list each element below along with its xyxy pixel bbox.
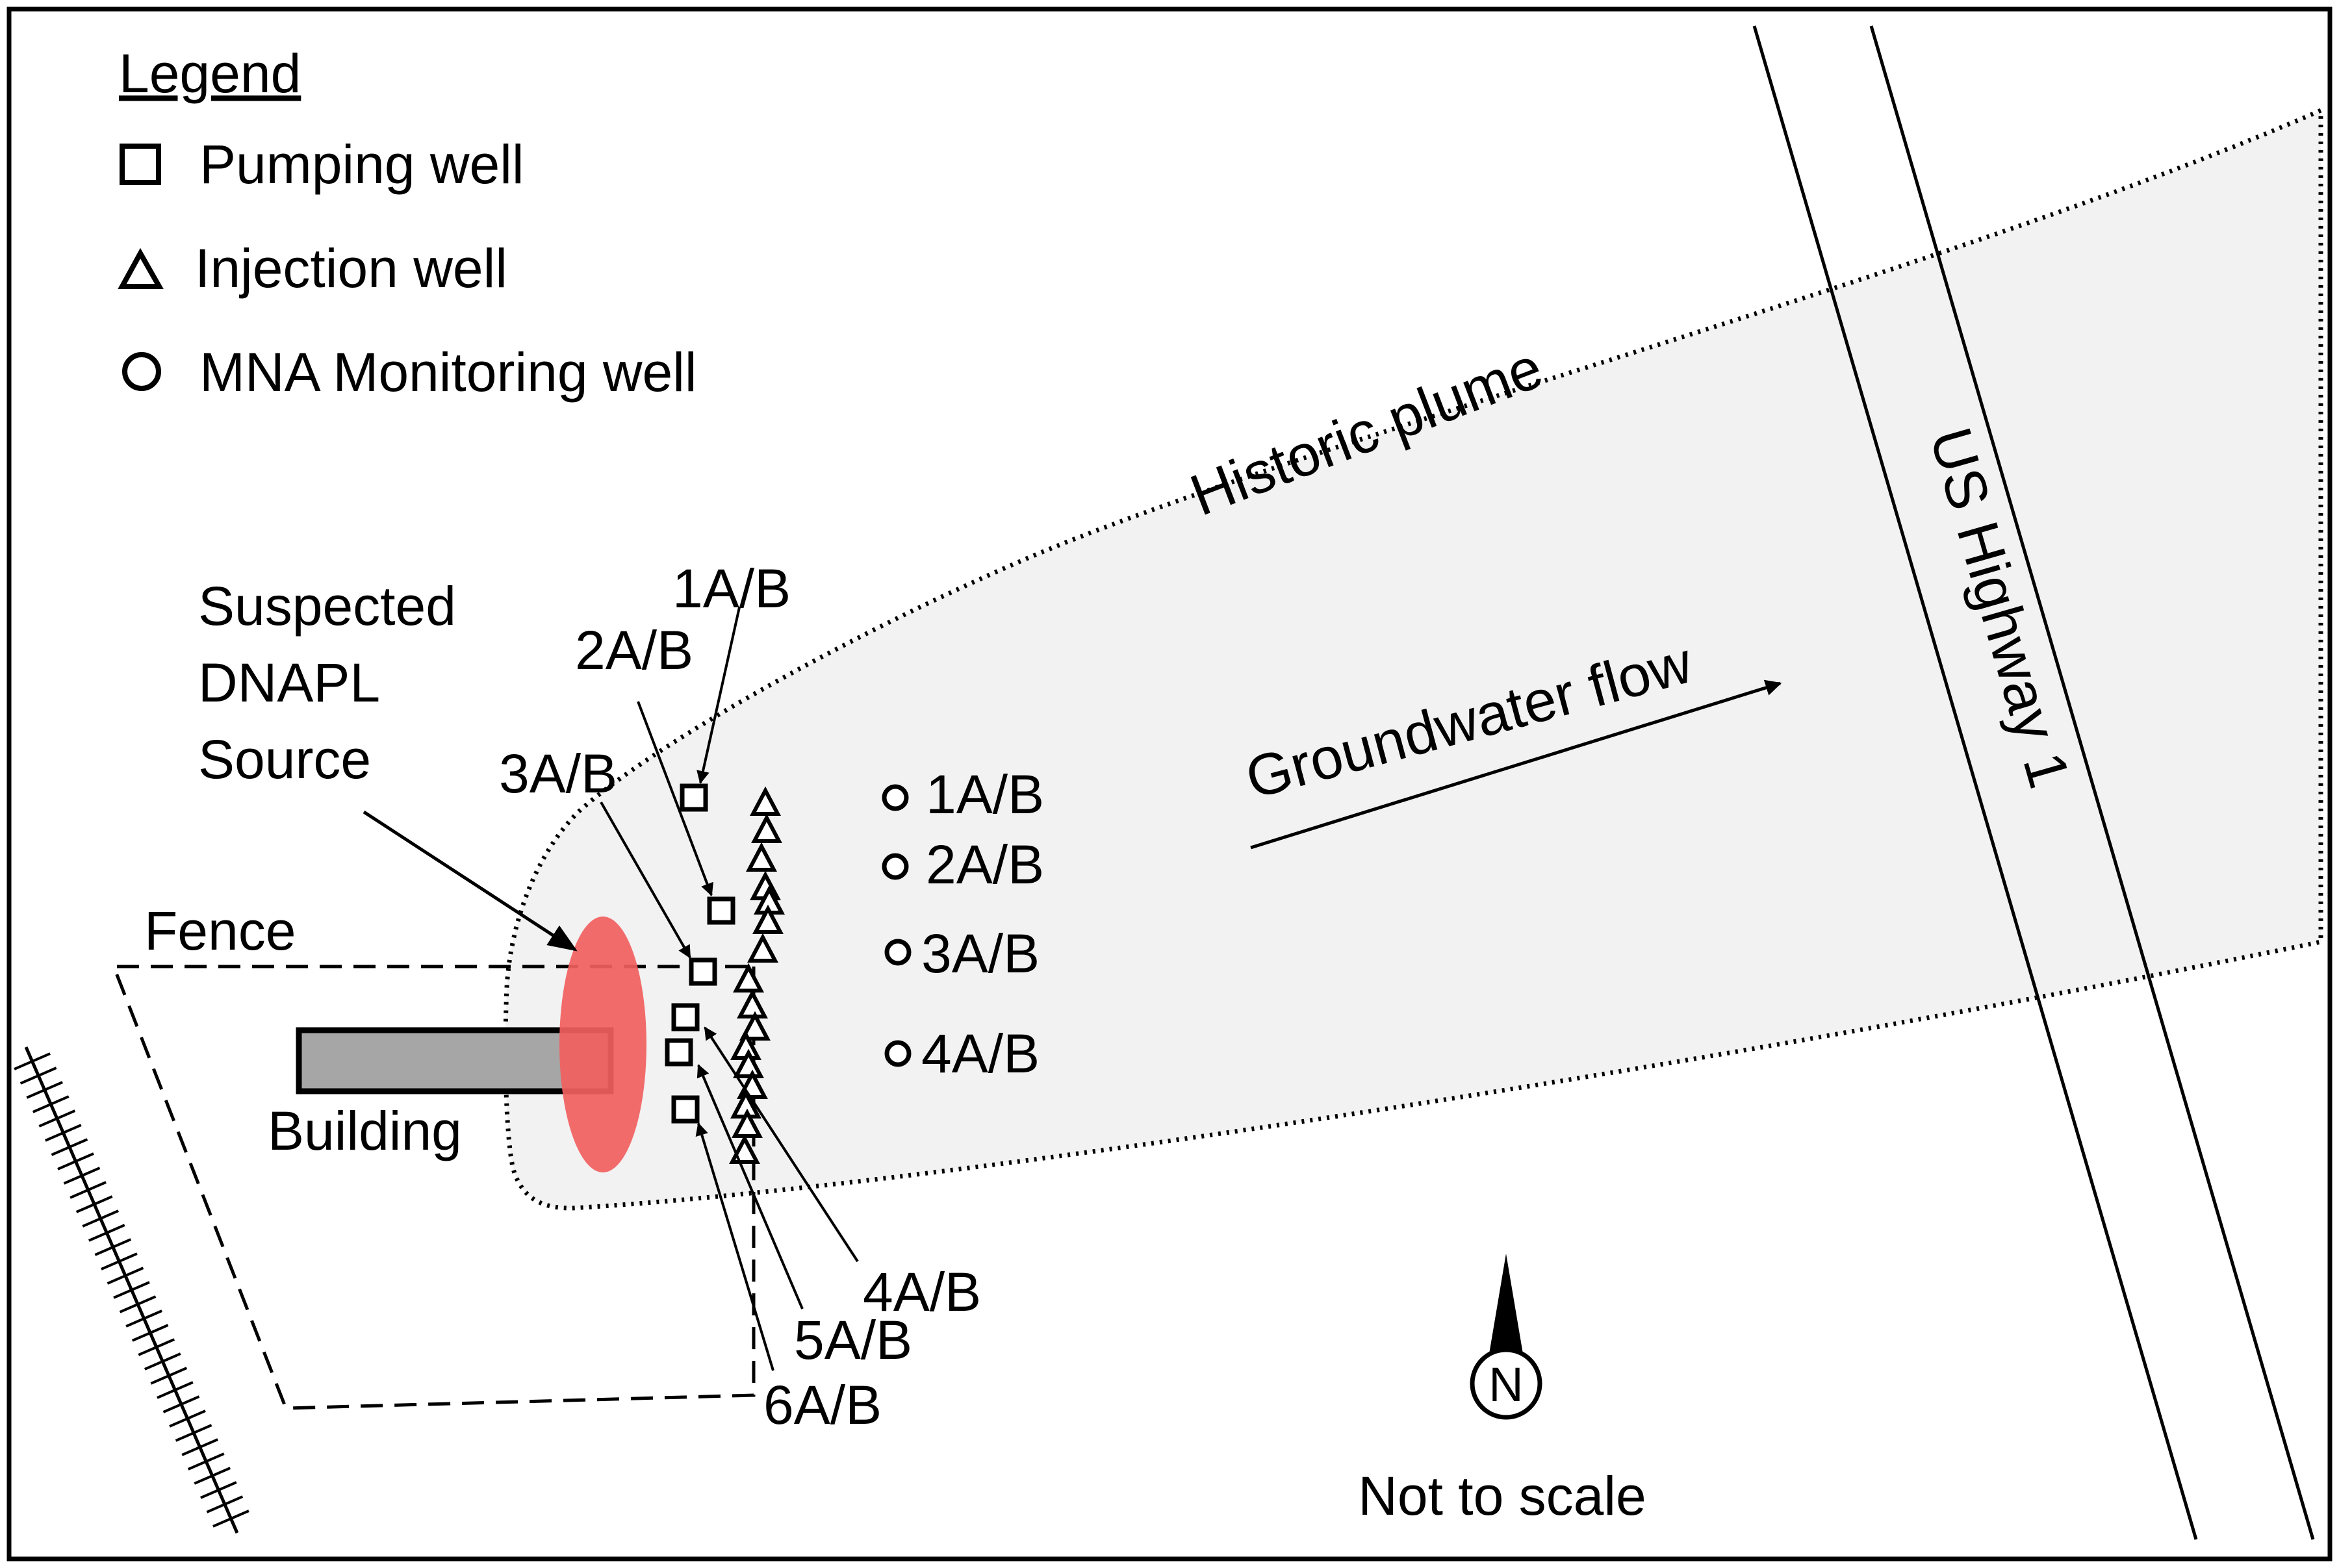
injection-well-icon [752,904,784,934]
injection-well-icon [750,786,781,816]
pumping-well-icon [671,1095,700,1124]
legend-label-injection: Injection well [195,238,507,299]
injection-well-icon [739,1011,771,1041]
building-label: Building [268,1100,462,1161]
pumping-well-label-arrows [600,607,859,1371]
pumping-well-arrow [600,802,691,959]
highway-east-edge [1869,25,2315,1540]
monitoring-well-icon [884,939,912,966]
pumping-well-label-2: 2A/B [575,620,693,681]
triangle-icon [118,247,164,289]
legend-label-monitoring: MNA Monitoring well [199,342,697,403]
pumping-well-label-3: 3A/B [499,743,617,804]
pumping-well-icon [689,957,717,986]
legend-title: Legend [119,43,301,104]
pumping-well-arrow [637,701,713,896]
injection-well-icon [746,842,777,872]
pumping-well-label-4: 4A/B [863,1261,981,1322]
north-label: N [1489,1358,1523,1411]
source-arrow [363,810,578,952]
source-label-line3: Source [198,729,371,790]
square-icon [120,144,161,185]
north-arrow: N [1470,1254,1542,1420]
pumping-well-arrow [697,1064,804,1309]
pumping-well-arrow [695,1122,774,1371]
pumping-well-label-5: 5A/B [794,1309,912,1371]
legend-label-pumping: Pumping well [199,134,524,195]
north-arrow-icon [1489,1254,1524,1358]
highway-west-edge [1752,25,2198,1540]
injection-well-row [729,786,785,1164]
monitoring-well-icon [882,853,909,880]
historic-plume-area [503,107,2323,1211]
source-label-line2: DNAPL [198,652,380,713]
pumping-wells [665,783,735,1124]
pumping-well-arrow [704,1026,859,1263]
scale-note: Not to scale [1358,1465,1646,1526]
pumping-well-icon [671,1003,700,1031]
monitoring-well-label-3: 3A/B [921,923,1040,984]
monitoring-well-icon [882,784,909,811]
pumping-well-icon [665,1038,693,1067]
source-label-line1: Suspected [198,575,456,637]
injection-well-icon [732,1108,763,1138]
pumping-well-icon [707,896,735,925]
legend: Legend Pumping well Injection well MNA M… [118,43,697,403]
railroad [14,1046,249,1534]
pumping-well-label-1: 1A/B [672,558,791,619]
pumping-well-icon [680,783,708,812]
circle-icon [122,352,161,391]
groundwater-flow-arrow [1250,679,1782,850]
dnapl-source-area [559,917,646,1172]
monitoring-well-label-2: 2A/B [926,834,1044,895]
monitoring-wells [882,784,912,1067]
monitoring-well-label-1: 1A/B [926,764,1044,825]
injection-well-icon [747,933,778,963]
pumping-well-arrow [697,607,741,784]
monitoring-well-label-4: 4A/B [921,1023,1040,1084]
fence-label: Fence [144,900,296,961]
pumping-well-label-6: 6A/B [763,1374,882,1435]
injection-well-icon [733,1048,764,1078]
injection-well-icon [751,813,782,843]
monitoring-well-icon [884,1040,912,1067]
injection-well-icon [733,963,764,993]
fence-line [111,965,756,1410]
